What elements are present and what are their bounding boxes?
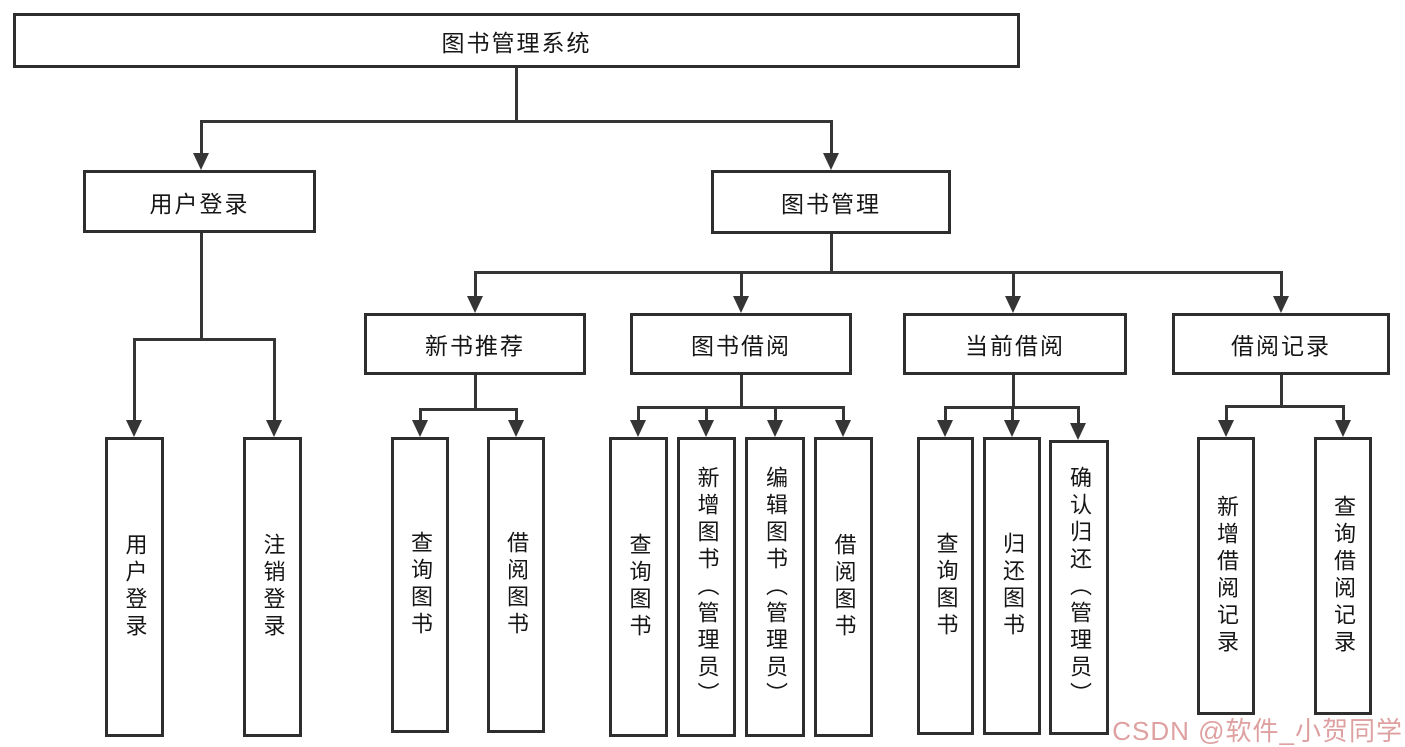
arrow-down-connector — [766, 406, 784, 437]
connector-line — [740, 375, 743, 406]
arrow-down-connector — [1217, 405, 1235, 437]
connector-line — [474, 271, 1282, 274]
connector-line — [133, 338, 275, 341]
node-borrow-records: 借阅记录 — [1172, 313, 1390, 375]
connector-line — [200, 233, 203, 338]
connector-line — [637, 406, 844, 409]
connector-line — [515, 68, 518, 120]
leaf-bb-query-books: 查询图书 — [609, 437, 668, 737]
node-book-management: 图书管理 — [711, 170, 951, 234]
connector-line — [1225, 405, 1344, 408]
connector-line — [419, 408, 516, 411]
leaf-br-add-record: 新增借阅记录 — [1197, 437, 1255, 715]
arrow-down-connector — [936, 406, 954, 437]
leaf-cb-confirm-return-admin: 确认归还（管理员） — [1049, 440, 1109, 735]
arrow-down-connector — [507, 408, 525, 437]
connector-line — [200, 120, 832, 123]
leaf-br-query-record: 查询借阅记录 — [1314, 437, 1372, 715]
arrow-down-connector — [1334, 405, 1352, 437]
connector-line — [1012, 375, 1015, 406]
connector-line — [830, 234, 833, 271]
leaf-user-login: 用户登录 — [105, 437, 164, 737]
arrow-down-connector — [732, 271, 750, 313]
node-new-book-recommend: 新书推荐 — [364, 313, 586, 375]
arrow-down-connector — [192, 120, 210, 170]
arrow-down-connector — [1003, 406, 1021, 437]
arrow-down-connector — [125, 338, 143, 437]
leaf-cb-return-books: 归还图书 — [983, 437, 1041, 735]
node-user-login: 用户登录 — [83, 170, 316, 233]
leaf-bb-borrow-books: 借阅图书 — [814, 437, 873, 737]
arrow-down-connector — [411, 408, 429, 437]
node-book-borrowing: 图书借阅 — [630, 313, 852, 375]
arrow-down-connector — [1272, 271, 1290, 313]
arrow-down-connector — [834, 406, 852, 437]
arrow-down-connector — [1069, 406, 1087, 440]
arrow-down-connector — [1004, 271, 1022, 313]
leaf-bb-add-books-admin: 新增图书（管理员） — [677, 437, 736, 737]
arrow-down-connector — [265, 338, 283, 437]
node-root-system: 图书管理系统 — [13, 13, 1020, 68]
arrow-down-connector — [629, 406, 647, 437]
leaf-logout: 注销登录 — [243, 437, 302, 737]
connector-line — [474, 375, 477, 408]
node-current-borrowing: 当前借阅 — [903, 313, 1127, 375]
leaf-bb-edit-books-admin: 编辑图书（管理员） — [745, 437, 805, 737]
leaf-nb-borrow-books: 借阅图书 — [487, 437, 545, 733]
leaf-nb-query-books: 查询图书 — [391, 437, 449, 733]
arrow-down-connector — [697, 406, 715, 437]
connector-line — [1280, 375, 1283, 405]
csdn-watermark: CSDN @软件_小贺同学 — [1112, 716, 1403, 746]
arrow-down-connector — [466, 271, 484, 313]
arrow-down-connector — [822, 120, 840, 170]
leaf-cb-query-books: 查询图书 — [917, 437, 974, 735]
